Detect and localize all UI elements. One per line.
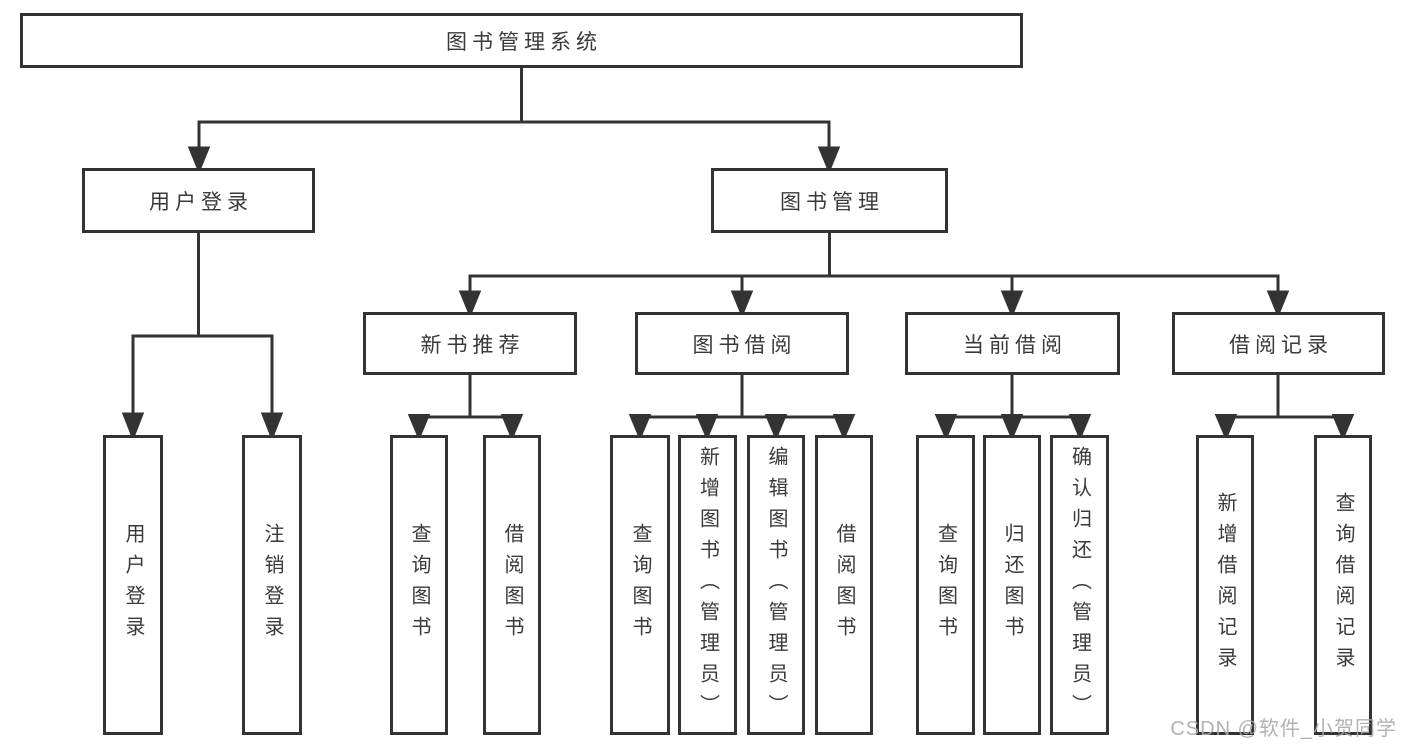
node-book-mgmt-label: 图书管理	[780, 190, 884, 214]
leaf-edit-book: 编辑图书（管理员）	[747, 435, 805, 735]
arrowhead	[1331, 414, 1355, 441]
edge-new-book-rec-to-leaves	[407, 374, 524, 441]
leaf-logout: 注销登录	[242, 435, 302, 735]
leaf-add-book-label: 新增图书（管理员）	[696, 445, 719, 725]
leaf-query-book-borrow-label: 查询图书	[629, 523, 651, 647]
leaf-confirm-return: 确认归还（管理员）	[1050, 435, 1109, 735]
leaf-add-borrow-record: 新增借阅记录	[1196, 435, 1254, 735]
node-root: 图书管理系统	[20, 13, 1023, 68]
node-borrow-records-label: 借阅记录	[1229, 333, 1333, 357]
arrowhead	[934, 414, 958, 441]
node-new-book-rec-label: 新书推荐	[420, 333, 525, 357]
arrowhead	[458, 290, 482, 318]
arrowhead	[695, 414, 719, 441]
arrowhead	[407, 414, 431, 441]
leaf-add-borrow-record-label: 新增借阅记录	[1214, 492, 1236, 678]
node-user-login: 用户登录	[82, 168, 315, 233]
leaf-return-book: 归还图书	[983, 435, 1041, 735]
arrowhead	[1214, 414, 1238, 441]
edge-root-to-level2	[187, 68, 841, 174]
arrowhead	[817, 146, 841, 174]
leaf-query-book-borrow: 查询图书	[610, 435, 670, 735]
leaf-confirm-return-label: 确认归还（管理员）	[1068, 445, 1091, 725]
arrowhead	[500, 414, 524, 441]
arrowhead	[260, 412, 284, 442]
node-user-login-label: 用户登录	[149, 190, 253, 214]
leaf-borrow-book-borrow-label: 借阅图书	[833, 523, 855, 647]
leaf-borrow-book-rec-label: 借阅图书	[501, 523, 523, 647]
arrowhead	[187, 146, 211, 174]
leaf-query-book-rec-label: 查询图书	[408, 523, 430, 647]
leaf-logout-label: 注销登录	[261, 523, 283, 647]
node-current-borrow-label: 当前借阅	[963, 333, 1067, 357]
edge-book-mgmt-to-level3	[458, 233, 1290, 318]
leaf-add-book: 新增图书（管理员）	[678, 435, 737, 735]
arrowhead	[1266, 290, 1290, 318]
arrowhead	[764, 414, 788, 441]
leaf-borrow-book-borrow: 借阅图书	[815, 435, 873, 735]
arrowhead	[1000, 290, 1024, 318]
node-book-borrow-label: 图书借阅	[692, 333, 797, 357]
arrowhead	[1068, 414, 1092, 441]
leaf-user-login-label: 用户登录	[122, 523, 144, 647]
arrowhead	[730, 290, 754, 318]
node-borrow-records: 借阅记录	[1172, 312, 1385, 375]
leaf-query-book-rec: 查询图书	[390, 435, 448, 735]
leaf-query-book-current: 查询图书	[916, 435, 975, 735]
edge-current-borrow-to-leaves	[934, 374, 1092, 441]
edge-borrow-records-to-leaves	[1214, 374, 1355, 441]
leaf-edit-book-label: 编辑图书（管理员）	[765, 445, 787, 725]
leaf-query-borrow-record: 查询借阅记录	[1314, 435, 1372, 735]
leaf-user-login: 用户登录	[103, 435, 163, 735]
edge-book-borrow-to-leaves	[628, 374, 856, 441]
leaf-borrow-book-rec: 借阅图书	[483, 435, 541, 735]
node-new-book-rec: 新书推荐	[363, 312, 577, 375]
arrowhead	[628, 414, 652, 441]
watermark: CSDN @软件_小贺同学	[1170, 718, 1397, 740]
edge-user-login-to-leaves	[121, 233, 284, 442]
arrowhead	[832, 414, 856, 441]
leaf-query-borrow-record-label: 查询借阅记录	[1332, 492, 1354, 678]
leaf-query-book-current-label: 查询图书	[934, 523, 957, 647]
arrowhead	[1000, 414, 1024, 441]
node-current-borrow: 当前借阅	[905, 312, 1120, 375]
node-book-borrow: 图书借阅	[635, 312, 849, 375]
arrowhead	[121, 412, 145, 442]
leaf-return-book-label: 归还图书	[1001, 523, 1023, 647]
node-root-label: 图书管理系统	[446, 30, 602, 54]
node-book-mgmt: 图书管理	[711, 168, 948, 233]
